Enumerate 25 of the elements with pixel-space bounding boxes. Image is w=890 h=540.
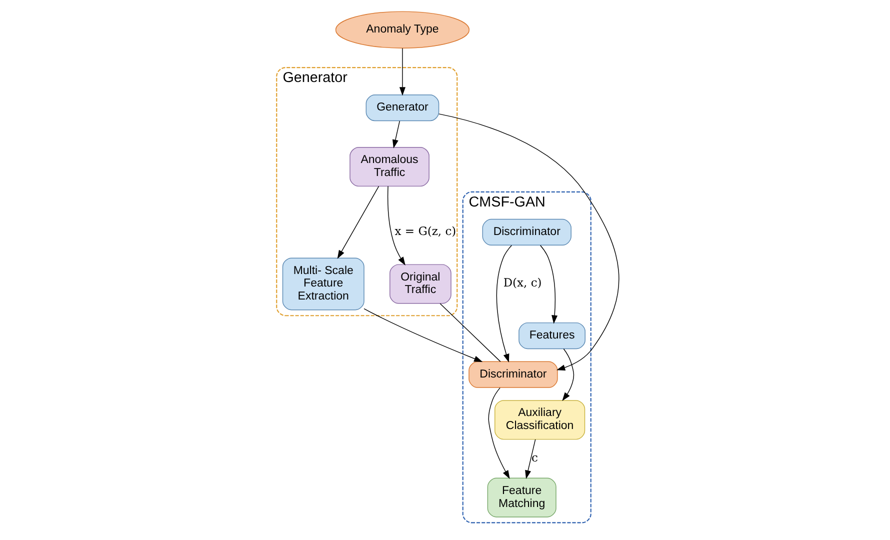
node-box: Auxiliary Classification [494, 400, 586, 440]
node-box: Generator [366, 94, 440, 122]
edge-label: D(x, c) [503, 276, 542, 290]
node-box: Original Traffic [390, 264, 452, 304]
arrow [488, 387, 510, 479]
arrow [496, 245, 512, 363]
arrow [562, 348, 574, 402]
arrow [337, 186, 380, 259]
node-box: Features [518, 322, 586, 350]
connector [440, 303, 501, 362]
arrow [392, 120, 400, 148]
arrow [540, 245, 558, 324]
node-box: Multi- Scale Feature Extraction [282, 258, 364, 310]
edge-label: c [532, 450, 538, 464]
arrow [438, 114, 620, 370]
node-box: Discriminator [482, 218, 572, 246]
node-box: Discriminator [468, 361, 558, 388]
arrow [399, 48, 406, 96]
arrow [525, 439, 536, 479]
edge-label: x = G(z, c) [394, 224, 456, 238]
arrow [364, 308, 483, 362]
arrow [387, 186, 406, 266]
node-box: Feature Matching [487, 478, 556, 518]
node-ellipse: Anomaly Type [335, 11, 470, 48]
node-box: Anomalous Traffic [350, 147, 430, 187]
